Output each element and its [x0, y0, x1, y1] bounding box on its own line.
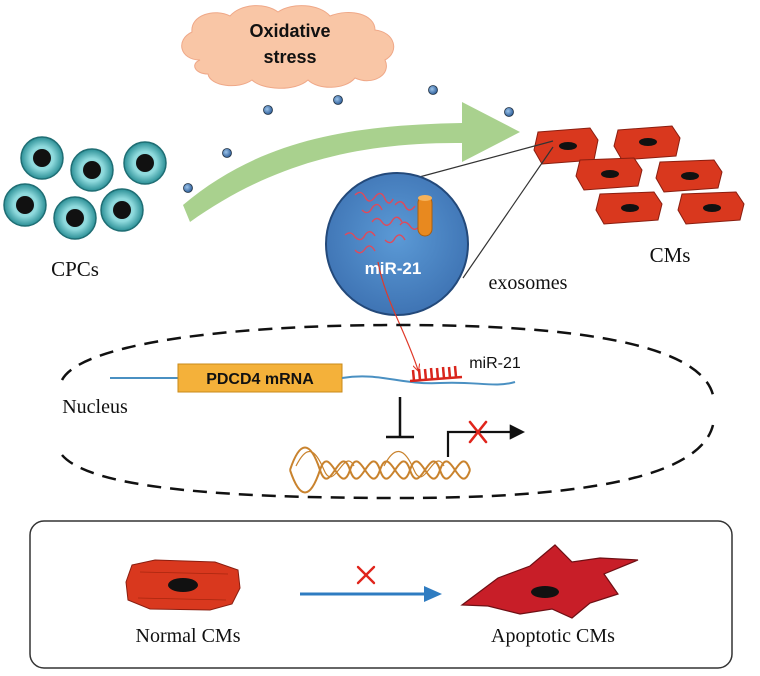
cm-cell: [595, 191, 663, 225]
oxidative-stress-label-2: stress: [263, 47, 316, 67]
cm-cell: [677, 191, 745, 225]
cm-cell: [533, 127, 599, 165]
cpc-cell: [100, 188, 144, 232]
vesicle-mir21-label: miR-21: [365, 259, 422, 278]
pdcd4-label: PDCD4 mRNA: [206, 371, 314, 388]
pdcd4-mrna: [110, 363, 516, 393]
protein-rod: [417, 195, 433, 237]
oxidative-stress-label-1: Oxidative: [249, 21, 330, 41]
inhibition-bar: [386, 397, 414, 439]
normal-cm-cell: [125, 559, 241, 611]
nucleus: [60, 323, 715, 500]
nucleus-label: Nucleus: [62, 396, 128, 418]
transcription-block-icon: [468, 420, 488, 444]
transcription-arrow: [446, 424, 526, 457]
cpc-cell: [20, 136, 64, 180]
cpc-cell: [3, 183, 47, 227]
apoptotic-cm-cell: [460, 544, 639, 619]
cm-cell: [655, 159, 723, 193]
exosome-vesicle: [325, 172, 469, 316]
apoptotic-cms-label: Apoptotic CMs: [491, 625, 615, 647]
apoptosis-block-icon: [356, 565, 376, 585]
mirna-strands: [344, 191, 421, 254]
apoptosis-arrow: [300, 586, 442, 602]
cm-cell: [575, 157, 643, 191]
normal-cms-label: Normal CMs: [136, 625, 241, 647]
cpc-cell: [53, 196, 97, 240]
delivery-arrow: [377, 261, 418, 370]
cm-cells: [533, 125, 745, 225]
cpcs-label: CPCs: [51, 257, 99, 281]
cm-cell: [613, 125, 681, 161]
exosomes-label: exosomes: [489, 272, 568, 294]
dna-helix: [289, 446, 471, 494]
cpc-cell: [123, 141, 167, 185]
cpc-cells: [3, 136, 167, 240]
zoom-lines: [396, 140, 554, 279]
secretion-arrow: [183, 102, 520, 222]
cms-label: CMs: [650, 243, 691, 267]
oxidative-stress-cloud: [181, 5, 395, 89]
cpc-cell: [70, 148, 114, 192]
mir21-binding: [409, 365, 463, 383]
binding-mir21-label: miR-21: [469, 355, 521, 372]
